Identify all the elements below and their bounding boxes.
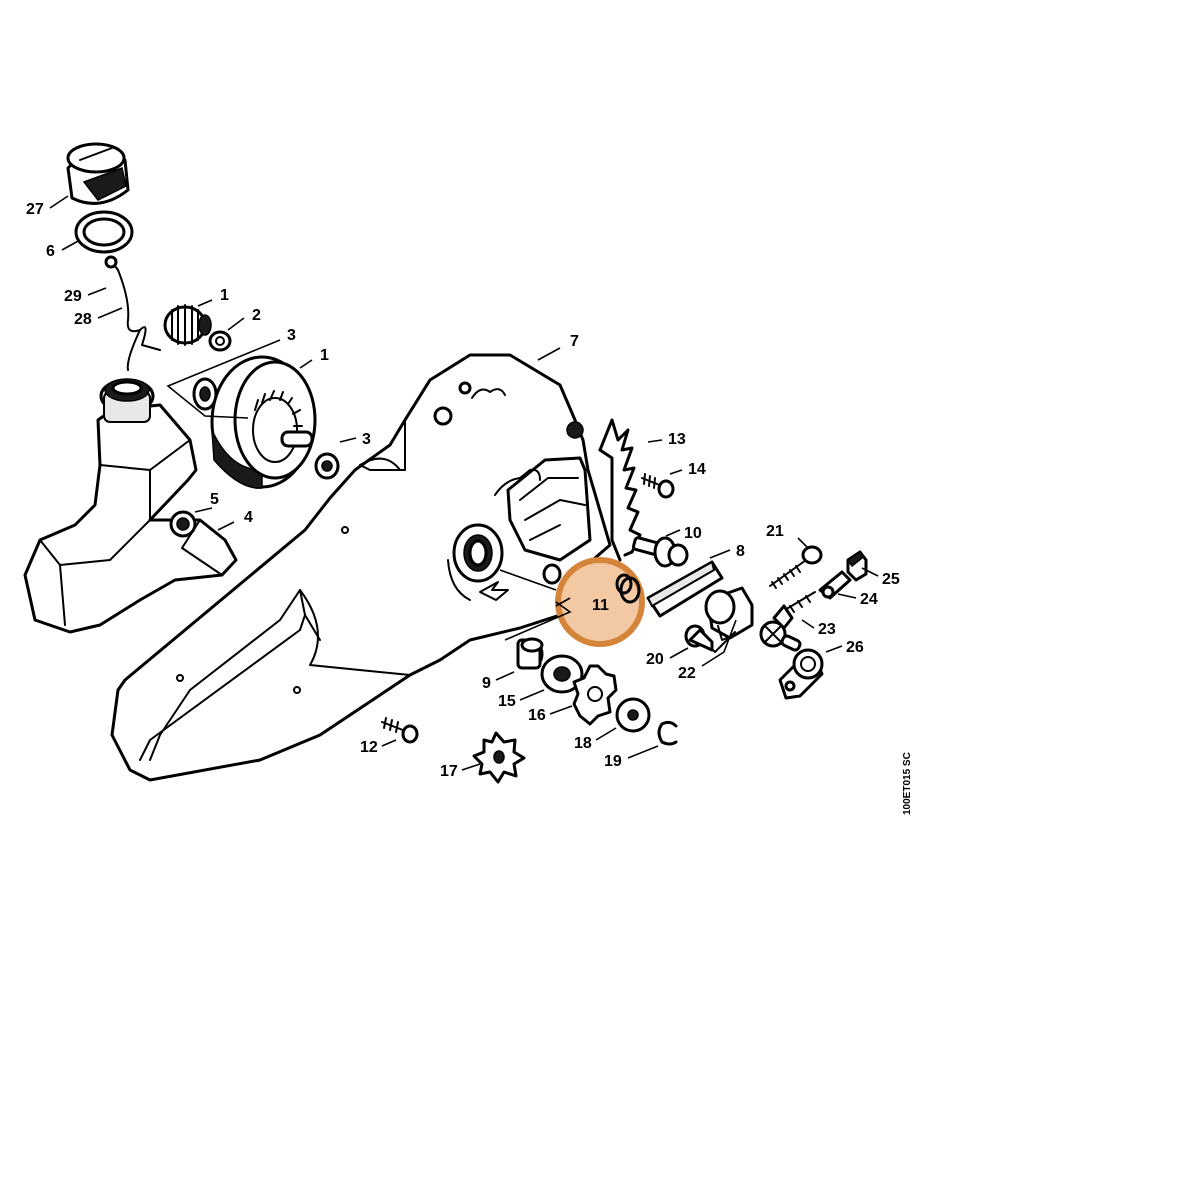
callout-16: 16 [528, 707, 546, 724]
callout-18: 18 [574, 735, 592, 752]
callout-21: 21 [766, 523, 784, 540]
callout-7: 7 [570, 333, 579, 350]
needle-cage [516, 637, 544, 670]
callout-25: 25 [882, 571, 900, 588]
callout-14: 14 [688, 461, 706, 478]
adjusting-gear [759, 620, 802, 652]
pinion-gear [163, 304, 212, 346]
tensioner-screw [769, 545, 823, 589]
grommet [169, 510, 197, 538]
sleeve [208, 330, 232, 352]
screw-14 [641, 473, 675, 499]
washer-18 [615, 697, 651, 733]
washer-upper [192, 377, 218, 411]
callout-4: 4 [244, 509, 253, 526]
collar-bolt [632, 536, 689, 568]
washer-lower [314, 452, 340, 480]
o-ring [74, 210, 134, 254]
callout-13: 13 [668, 431, 686, 448]
callout-20: 20 [646, 651, 664, 668]
bar-guide [646, 560, 724, 618]
spur-sprocket [472, 731, 526, 784]
callout-17: 17 [440, 763, 458, 780]
callout-10: 10 [684, 525, 702, 542]
filler-cap [66, 142, 130, 205]
leader-lines [49, 195, 879, 771]
callout-2: 2 [252, 307, 261, 324]
callout-3-lower: 3 [362, 431, 371, 448]
callout-29: 29 [64, 288, 82, 305]
screw-12 [381, 717, 419, 744]
callout-5: 5 [210, 491, 219, 508]
clutch-drum [210, 355, 317, 489]
e-clip [657, 720, 678, 746]
callout-6: 6 [46, 243, 55, 260]
pin [542, 563, 562, 585]
callout-1-drum: 1 [320, 347, 329, 364]
fuel-tank [23, 378, 238, 634]
highlight-marker [555, 557, 645, 647]
callout-3-upper: 3 [287, 327, 296, 344]
document-reference-code: 100ET015 SC [902, 752, 913, 815]
clip [846, 550, 868, 582]
callout-28: 28 [74, 311, 92, 328]
callout-19: 19 [604, 753, 622, 770]
callout-22: 22 [678, 665, 696, 682]
sprocket-cover [110, 353, 612, 782]
tensioner-wheel [778, 648, 824, 700]
thrust-pad [684, 624, 714, 652]
callout-27: 27 [26, 201, 44, 218]
callout-8: 8 [736, 543, 745, 560]
retaining-cord [104, 255, 161, 371]
callout-11: 11 [592, 597, 609, 614]
tensioner-slide [701, 586, 754, 653]
callout-12: 12 [360, 739, 378, 756]
collar-nut-overlay [615, 573, 641, 604]
callout-23: 23 [818, 621, 836, 638]
callout-9: 9 [482, 675, 491, 692]
thrust-plate [818, 570, 852, 600]
callout-24: 24 [860, 591, 878, 608]
callout-26: 26 [846, 639, 864, 656]
callout-15: 15 [498, 693, 516, 710]
callout-1-pinion: 1 [220, 287, 229, 304]
rim-sprocket [572, 664, 618, 726]
callout-labels: 27 6 29 28 1 2 3 1 3 5 4 7 13 14 10 8 21… [26, 201, 900, 780]
washer-15 [540, 654, 584, 694]
spring-plate [598, 418, 642, 562]
